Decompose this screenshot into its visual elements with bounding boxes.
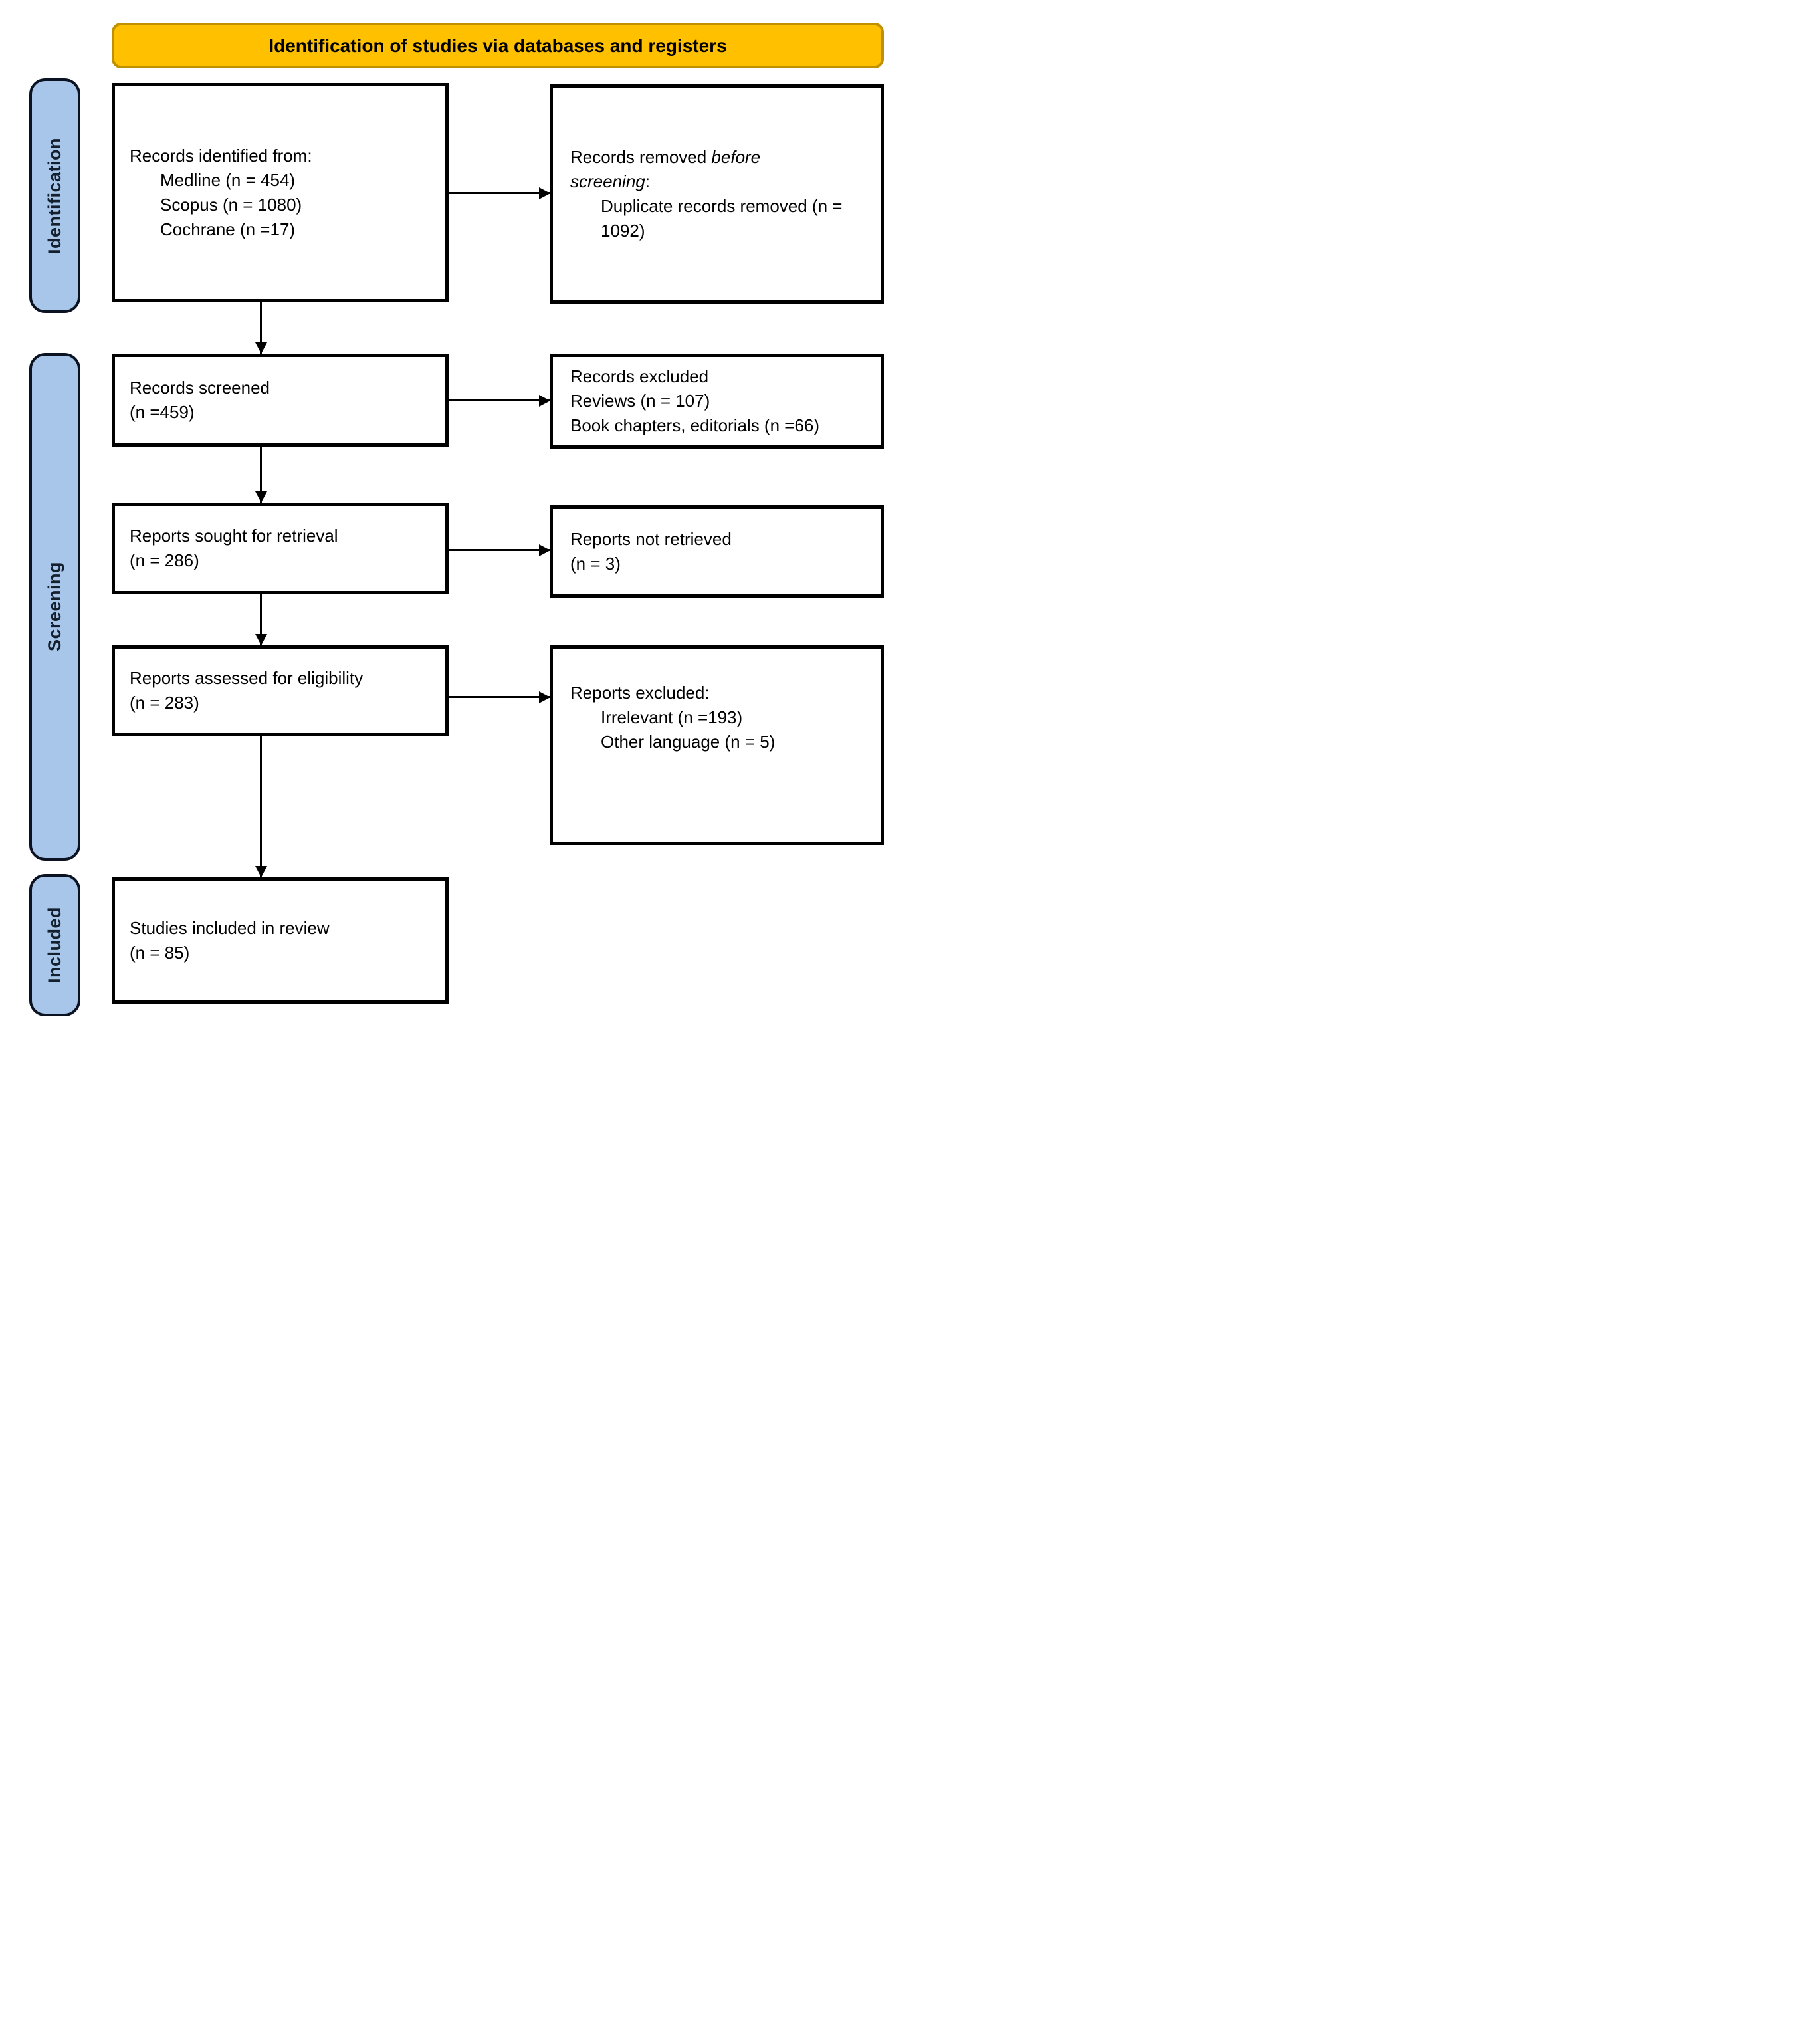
reports-assessed-line: Reports assessed for eligibility xyxy=(130,668,364,688)
reports-not-retrieved-count: (n = 3) xyxy=(570,553,621,574)
studies-included-line: Studies included in review xyxy=(130,918,330,938)
reports-sought-line: Reports sought for retrieval xyxy=(130,526,338,546)
box-reports-assessed: Reports assessed for eligibility (n = 28… xyxy=(112,645,449,736)
stage-screening: Screening xyxy=(29,353,80,861)
box-records-identified: Records identified from: Medline (n = 45… xyxy=(112,83,449,302)
stage-identification-label: Identification xyxy=(45,138,64,254)
arrow-assessed-to-reports-excluded xyxy=(449,696,550,698)
reports-assessed-count: (n = 283) xyxy=(130,693,199,713)
box-reports-not-retrieved: Reports not retrieved (n = 3) xyxy=(550,505,884,598)
stage-identification: Identification xyxy=(29,78,80,313)
records-removed-italic: before screening xyxy=(570,147,761,191)
box-records-removed: Records removed before screening: Duplic… xyxy=(550,84,884,304)
stage-included: Included xyxy=(29,874,80,1016)
records-excluded-line: Records excluded xyxy=(570,366,709,386)
arrow-screened-to-excluded xyxy=(449,399,550,401)
box-records-screened: Records screened (n =459) xyxy=(112,354,449,447)
records-removed-heading: Records removed before screening: xyxy=(570,147,761,191)
arrow-identified-to-screened xyxy=(260,302,262,354)
records-identified-item: Cochrane (n =17) xyxy=(160,219,296,239)
stage-screening-label: Screening xyxy=(45,562,64,652)
banner-title-text: Identification of studies via databases … xyxy=(268,35,727,56)
box-reports-excluded: Reports excluded: Irrelevant (n =193) Ot… xyxy=(550,645,884,845)
box-studies-included: Studies included in review (n = 85) xyxy=(112,877,449,1004)
records-identified-item: Scopus (n = 1080) xyxy=(160,195,302,215)
arrow-sought-to-not-retrieved xyxy=(449,549,550,551)
reports-not-retrieved-line: Reports not retrieved xyxy=(570,528,732,549)
records-screened-count: (n =459) xyxy=(130,402,195,422)
studies-included-count: (n = 85) xyxy=(130,943,190,963)
box-records-excluded: Records excluded Reviews (n = 107) Book … xyxy=(550,354,884,449)
records-screened-line: Records screened xyxy=(130,378,270,397)
prisma-flow-diagram: Identification of studies via databases … xyxy=(0,0,904,1022)
records-excluded-line: Book chapters, editorials (n =66) xyxy=(570,415,820,435)
arrow-sought-to-assessed xyxy=(260,594,262,645)
reports-excluded-item: Irrelevant (n =193) xyxy=(601,707,743,727)
records-excluded-line: Reviews (n = 107) xyxy=(570,391,710,411)
banner-title: Identification of studies via databases … xyxy=(112,23,884,68)
arrow-screened-to-sought xyxy=(260,447,262,503)
arrow-assessed-to-included xyxy=(260,736,262,877)
records-identified-heading: Records identified from: xyxy=(130,146,312,166)
box-reports-sought: Reports sought for retrieval (n = 286) xyxy=(112,503,449,594)
reports-excluded-item: Other language (n = 5) xyxy=(601,732,776,752)
reports-sought-count: (n = 286) xyxy=(130,550,199,570)
records-removed-item: Duplicate records removed (n = 1092) xyxy=(601,196,843,241)
reports-excluded-heading: Reports excluded: xyxy=(570,683,710,703)
stage-included-label: Included xyxy=(45,907,64,984)
records-identified-item: Medline (n = 454) xyxy=(160,170,296,190)
arrow-identified-to-removed xyxy=(449,192,550,194)
